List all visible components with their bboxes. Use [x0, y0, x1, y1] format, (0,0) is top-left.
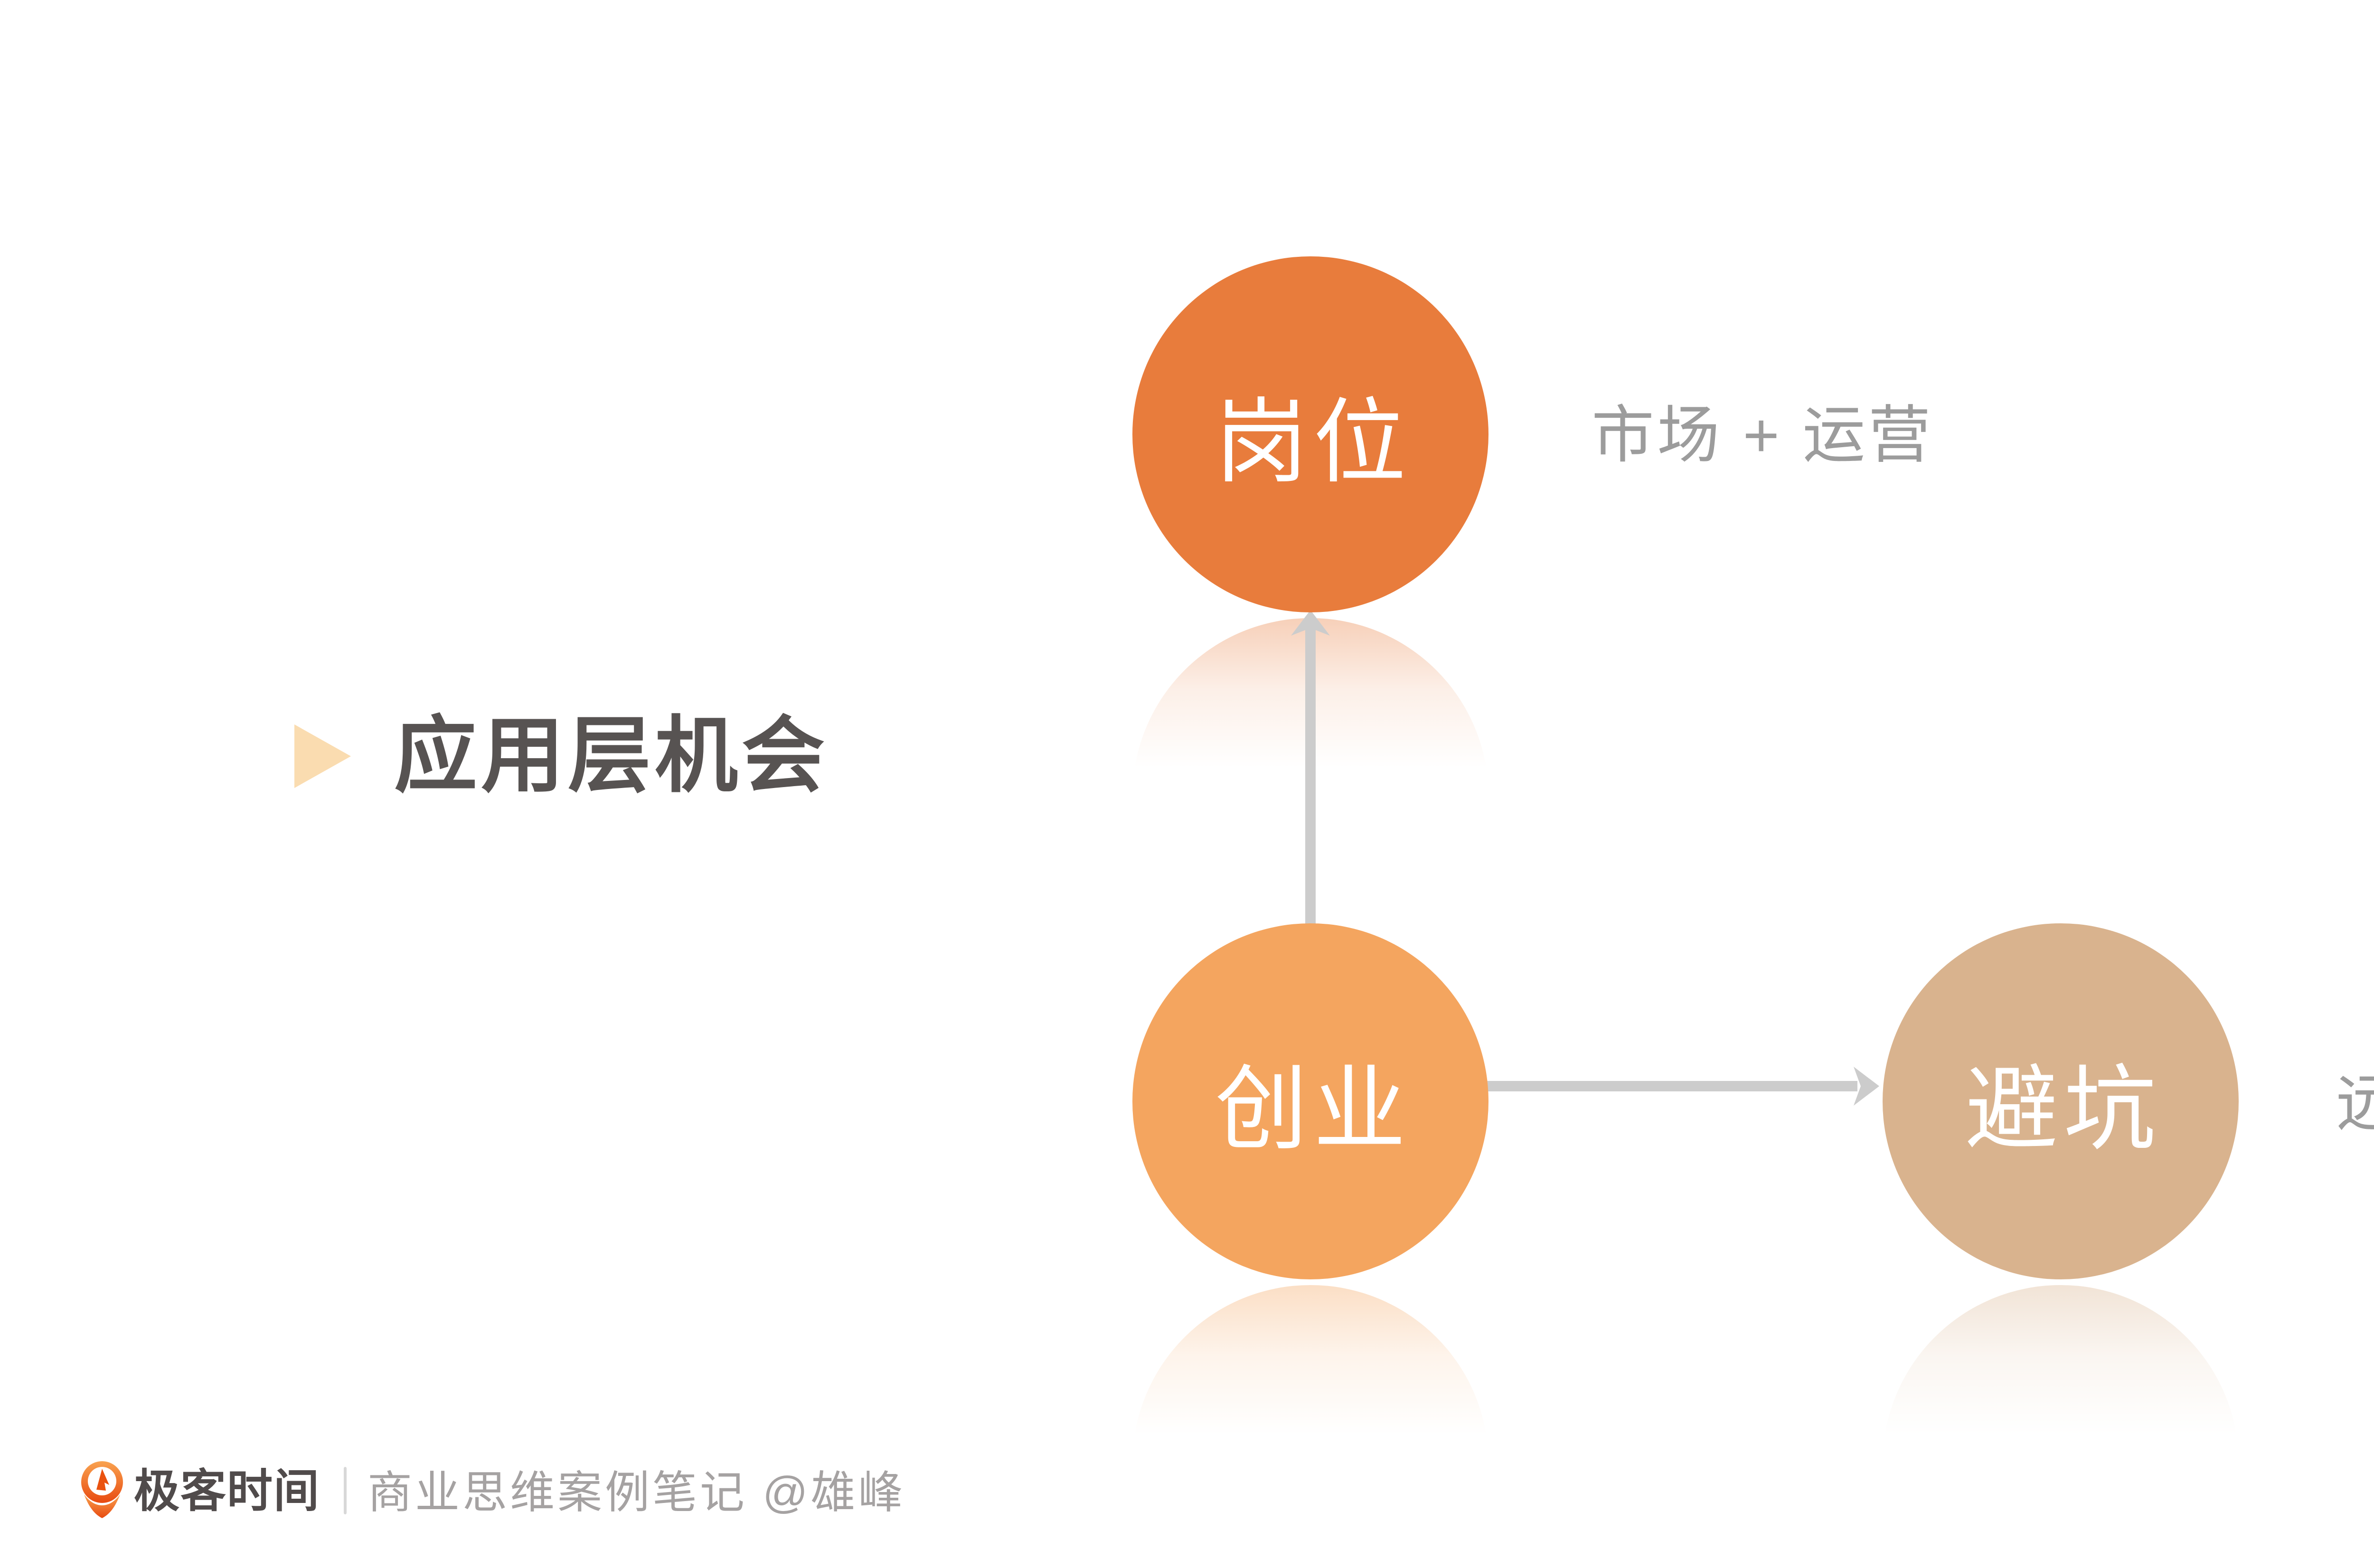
annotation-pitfall: 远离大模型公司 [2336, 1069, 2374, 1138]
footer-divider [344, 1467, 347, 1514]
node-job-circle: 岗位 [1132, 256, 1488, 612]
node-startup-reflection [1132, 1285, 1488, 1568]
node-pitfall-circle: 避坑 [1883, 923, 2239, 1279]
page-title: 应用层机会 [394, 710, 829, 802]
footer-note: 商业思维案例笔记 @雄峰 [367, 1467, 906, 1517]
arrow-right-icon [1478, 1067, 1879, 1106]
node-startup-circle: 创业 [1132, 923, 1488, 1279]
node-job-label: 岗位 [1215, 391, 1412, 494]
annotation-job: 市场 + 运营 [1592, 400, 1934, 470]
node-pitfall-reflection [1883, 1285, 2239, 1568]
node-startup-label: 创业 [1215, 1058, 1412, 1161]
right-triangle-icon [294, 724, 351, 788]
geektime-logo-icon [81, 1461, 123, 1518]
brand-name: 极客时间 [134, 1466, 320, 1517]
arrow-up-icon [1291, 610, 1330, 926]
node-pitfall-label: 避坑 [1965, 1058, 2162, 1161]
